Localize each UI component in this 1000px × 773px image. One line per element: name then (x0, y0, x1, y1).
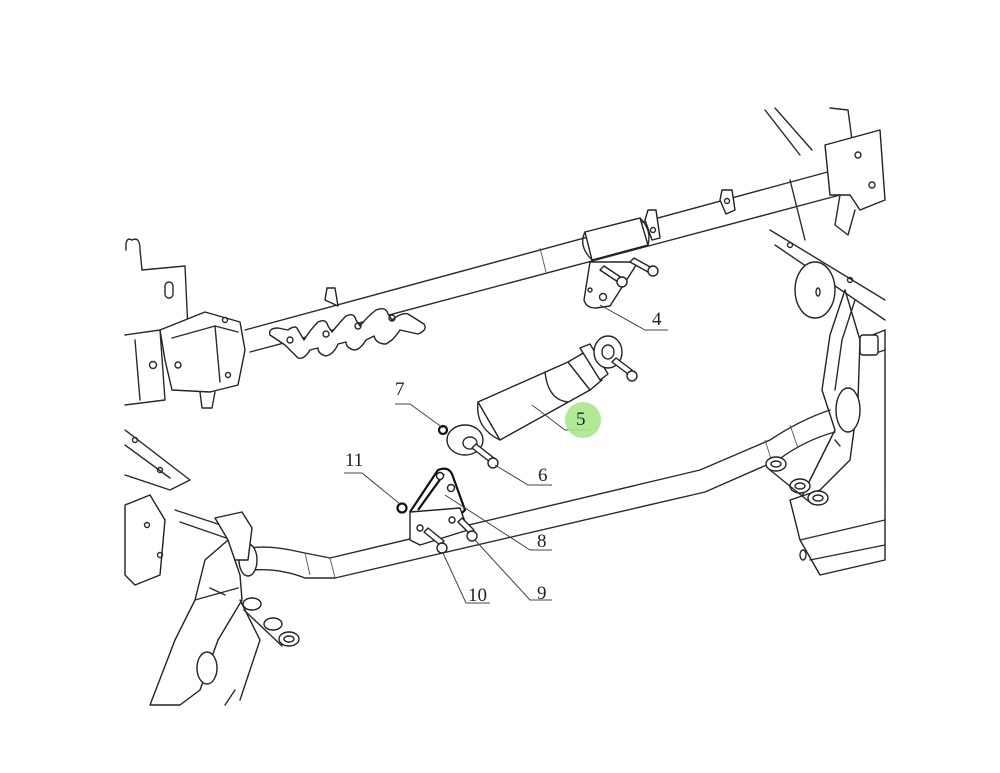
upper-cross-tube (244, 169, 844, 353)
callout-7[interactable]: 7 (395, 379, 405, 400)
callout-10[interactable]: 10 (468, 585, 487, 606)
callout-8[interactable]: 8 (537, 531, 547, 552)
stabilizer-bar (238, 387, 861, 579)
cable-clip-plate (268, 307, 426, 360)
callout-6[interactable]: 6 (538, 465, 548, 486)
left-upper-frame (124, 238, 246, 409)
callout-4[interactable]: 4 (652, 309, 662, 330)
left-lower-frame (124, 429, 300, 706)
callout-9[interactable]: 9 (537, 583, 547, 604)
callout-5[interactable]: 5 (576, 409, 586, 430)
callout-11[interactable]: 11 (345, 450, 364, 471)
part-5-highlight (565, 402, 601, 438)
part-4-bracket (583, 257, 659, 309)
part-8-lower-bracket (396, 467, 478, 554)
right-frame (764, 107, 886, 576)
part-5-shock-absorber (437, 335, 638, 469)
